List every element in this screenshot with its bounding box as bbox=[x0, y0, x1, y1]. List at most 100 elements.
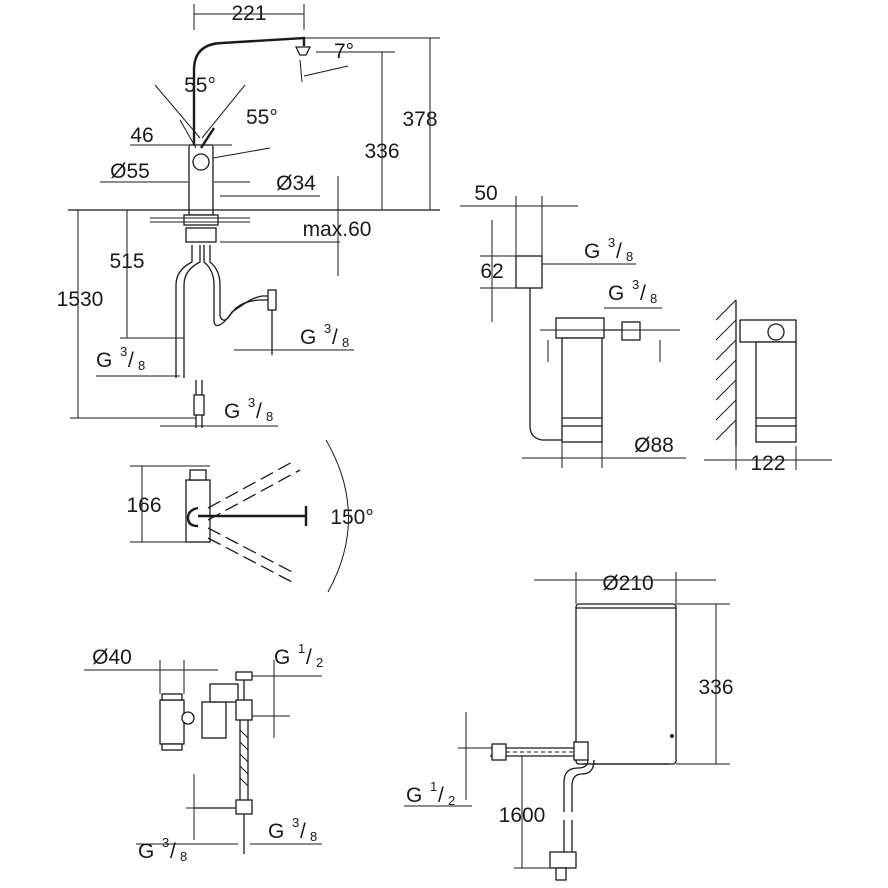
svg-text:3: 3 bbox=[632, 277, 639, 292]
svg-text:G: G bbox=[608, 282, 624, 305]
valve-assembly: Ø40 G 1 / 2 G 3 / 8 G 3 / 8 bbox=[84, 641, 323, 864]
boiler-cable-lower bbox=[563, 820, 573, 852]
wall-bracket-knob bbox=[767, 323, 785, 341]
faucet-top-view: 150° 166 bbox=[126, 439, 374, 593]
hose-left bbox=[175, 245, 193, 378]
hose-right bbox=[203, 245, 272, 327]
valve-hose-braid bbox=[239, 729, 249, 787]
spout-swing-upper-2 bbox=[207, 469, 301, 521]
faucet-body bbox=[188, 144, 214, 216]
svg-text:/: / bbox=[616, 240, 622, 263]
boiler-cable bbox=[563, 759, 595, 812]
lever-swing-left bbox=[179, 119, 197, 149]
svg-text:1: 1 bbox=[298, 641, 305, 656]
filter-cartridge bbox=[561, 337, 603, 443]
filter-cable bbox=[529, 288, 565, 441]
dim-valve-diameter: Ø40 bbox=[92, 646, 132, 669]
dim-head-height: 62 bbox=[480, 260, 503, 283]
svg-text:/: / bbox=[438, 784, 444, 807]
filter-thread-2: G 3 / 8 bbox=[604, 277, 662, 309]
dim-max-thickness: max.60 bbox=[303, 218, 372, 241]
svg-text:8: 8 bbox=[266, 409, 273, 424]
valve-tee-top bbox=[161, 693, 183, 701]
svg-text:/: / bbox=[332, 326, 338, 349]
valve-thread-bottom-left: G 3 / 8 bbox=[136, 835, 238, 864]
faucet-base bbox=[183, 214, 219, 226]
faucet-lever bbox=[199, 127, 216, 149]
dim-hose-515: 515 bbox=[109, 250, 144, 273]
svg-text:/: / bbox=[170, 840, 176, 863]
faucet-mount bbox=[185, 227, 217, 243]
thread-bottom: G 3 / 8 bbox=[160, 395, 278, 427]
valve-thread-top: G 1 / 2 bbox=[252, 641, 323, 738]
top-view-lever bbox=[189, 469, 207, 481]
dim-boiler-diameter: Ø210 bbox=[602, 572, 653, 595]
spout-swing-lower bbox=[207, 527, 297, 575]
dim-lever-swing-2: 55° bbox=[246, 106, 278, 129]
valve-tee-outlet bbox=[181, 711, 195, 725]
faucet-spout bbox=[192, 36, 306, 150]
faucet-knob bbox=[192, 153, 210, 171]
filter-thread-1: G 3 / 8 bbox=[542, 235, 636, 265]
svg-text:/: / bbox=[300, 820, 306, 843]
valve-tee bbox=[159, 699, 185, 745]
svg-text:G: G bbox=[96, 349, 112, 372]
svg-text:/: / bbox=[306, 646, 312, 669]
dim-total-height: 378 bbox=[402, 108, 437, 131]
valve-hose bbox=[239, 720, 249, 800]
valve-tee-bottom bbox=[161, 743, 183, 751]
boiler-pipe-joint bbox=[573, 741, 589, 761]
svg-text:3: 3 bbox=[162, 835, 169, 850]
svg-text:1: 1 bbox=[430, 779, 437, 794]
top-view-spout-bend bbox=[186, 506, 199, 528]
filter-unit: 50 62 G 3 / 8 G 3 / 8 Ø88 bbox=[460, 182, 832, 475]
svg-text:3: 3 bbox=[248, 395, 255, 410]
hose-bottom-fitting bbox=[193, 394, 205, 416]
svg-text:8: 8 bbox=[310, 829, 317, 844]
svg-text:2: 2 bbox=[448, 793, 455, 808]
svg-text:G: G bbox=[274, 646, 290, 669]
dim-base-diameter: Ø34 bbox=[276, 172, 316, 195]
rotation-arc bbox=[325, 439, 349, 593]
svg-text:G: G bbox=[138, 840, 154, 863]
boiler-plug-tip bbox=[555, 867, 567, 881]
dim-body-diameter: Ø55 bbox=[110, 160, 150, 183]
dim-width: 221 bbox=[231, 2, 266, 25]
svg-text:G: G bbox=[300, 326, 316, 349]
boiler-plug bbox=[549, 851, 577, 869]
svg-text:3: 3 bbox=[292, 815, 299, 830]
boiler-thread: G 1 / 2 bbox=[404, 779, 472, 808]
dim-rotation: 150° bbox=[330, 506, 373, 529]
thread-right: G 3 / 8 bbox=[234, 321, 354, 351]
spout-swing-lower-2 bbox=[207, 537, 293, 583]
wall-hatch bbox=[715, 299, 737, 446]
svg-text:/: / bbox=[640, 282, 646, 305]
hose-left-inner bbox=[183, 245, 201, 378]
thread-left: G 3 / 8 bbox=[96, 344, 180, 377]
dim-hose-1530: 1530 bbox=[57, 288, 104, 311]
svg-text:8: 8 bbox=[180, 849, 187, 864]
wall-cartridge bbox=[755, 341, 797, 443]
filter-valve bbox=[621, 321, 641, 341]
filter-cap bbox=[555, 317, 605, 339]
svg-text:8: 8 bbox=[342, 335, 349, 350]
valve-hose-fitting bbox=[235, 799, 253, 815]
boiler: Ø210 336 G 1 / 2 1600 bbox=[404, 572, 734, 881]
svg-text:G: G bbox=[584, 240, 600, 263]
dim-handle-offset: 46 bbox=[130, 124, 153, 147]
hose-right-fitting bbox=[267, 289, 277, 311]
boiler-pipe-fitting bbox=[491, 743, 507, 761]
svg-text:G: G bbox=[268, 820, 284, 843]
svg-text:3: 3 bbox=[120, 344, 127, 359]
valve-thread-bottom-right: G 3 / 8 bbox=[250, 815, 322, 845]
svg-text:/: / bbox=[128, 349, 134, 372]
svg-text:2: 2 bbox=[316, 655, 323, 670]
dim-wall-distance: 122 bbox=[750, 452, 785, 475]
svg-text:G: G bbox=[224, 400, 240, 423]
hose-right-inner bbox=[209, 245, 272, 321]
valve-cap bbox=[235, 671, 253, 681]
svg-text:3: 3 bbox=[608, 235, 615, 250]
boiler-tank bbox=[575, 603, 677, 765]
dim-cable-length: 1600 bbox=[499, 804, 546, 827]
